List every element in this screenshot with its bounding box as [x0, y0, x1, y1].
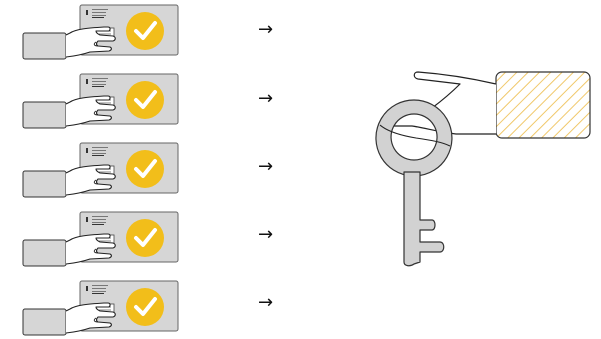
key-in-hand-group — [376, 72, 590, 266]
glove-icon — [496, 72, 590, 138]
hand-card-4-icon — [23, 212, 178, 266]
arrow-1: → — [258, 19, 273, 40]
arrow-4: → — [258, 224, 273, 245]
hand-card-1-icon — [23, 5, 178, 59]
arrow-3: → — [258, 156, 273, 177]
arrow-5: → — [258, 292, 273, 313]
hand-card-5-icon — [23, 281, 178, 335]
key-shank — [404, 172, 444, 266]
hand-card-3-icon — [23, 143, 178, 197]
hand-card-2-icon — [23, 74, 178, 128]
arrow-2: → — [258, 88, 273, 109]
